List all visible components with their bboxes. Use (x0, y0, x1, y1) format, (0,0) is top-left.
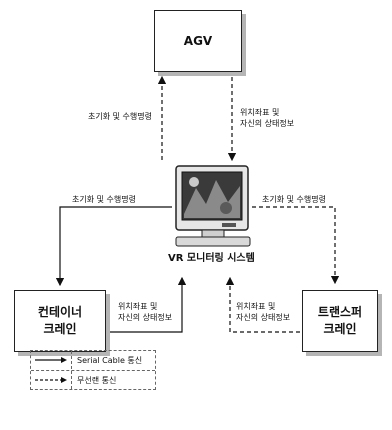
edge-label-transfer-to-vr-2: 자신의 상태정보 (236, 313, 291, 322)
arrow-vr-to-transfer (252, 206, 340, 285)
legend: Serial Cable 통신 무선랜 통신 (30, 350, 156, 390)
container-crane-label-2: 크레인 (43, 322, 77, 336)
arrow-vr-to-container (55, 206, 172, 287)
container-crane-node: 컨테이너 크레인 (14, 290, 106, 352)
transfer-crane-label-2: 크레인 (323, 322, 357, 336)
transfer-crane-node: 트랜스퍼 크레인 (302, 290, 378, 352)
container-crane-label-1: 컨테이너 (37, 305, 83, 319)
legend-separator (31, 370, 155, 371)
arrow-container-to-vr (108, 276, 187, 333)
vr-system-label: VR 모니터링 시스템 (168, 253, 255, 264)
edge-label-vr-to-agv: 초기화 및 수행명령 (88, 112, 152, 121)
edge-label-vr-to-container: 초기화 및 수행명령 (72, 195, 136, 204)
transfer-crane-label-1: 트랜스퍼 (317, 305, 363, 319)
edge-label-transfer-to-vr-1: 위치좌표 및 (236, 302, 276, 311)
arrow-transfer-to-vr (225, 276, 300, 333)
edge-label-vr-to-transfer: 초기화 및 수행명령 (262, 195, 326, 204)
edge-label-container-to-vr-2: 자신의 상태정보 (118, 313, 173, 322)
agv-label: AGV (183, 33, 213, 48)
legend-row-serial: Serial Cable 통신 (31, 351, 155, 369)
edge-label-agv-to-vr-2: 자신의 상태정보 (240, 119, 295, 128)
legend-wireless-label: 무선랜 통신 (77, 376, 117, 385)
edge-label-agv-to-vr-1: 위치좌표 및 (240, 108, 280, 117)
legend-row-wireless: 무선랜 통신 (31, 371, 155, 389)
legend-dashed-arrow-icon (35, 377, 67, 383)
agv-node: AGV (154, 10, 242, 72)
legend-solid-arrow-icon (35, 357, 67, 363)
legend-serial-label: Serial Cable 통신 (77, 356, 143, 365)
vr-monitor-icon (172, 164, 254, 248)
edge-label-container-to-vr-1: 위치좌표 및 (118, 302, 158, 311)
